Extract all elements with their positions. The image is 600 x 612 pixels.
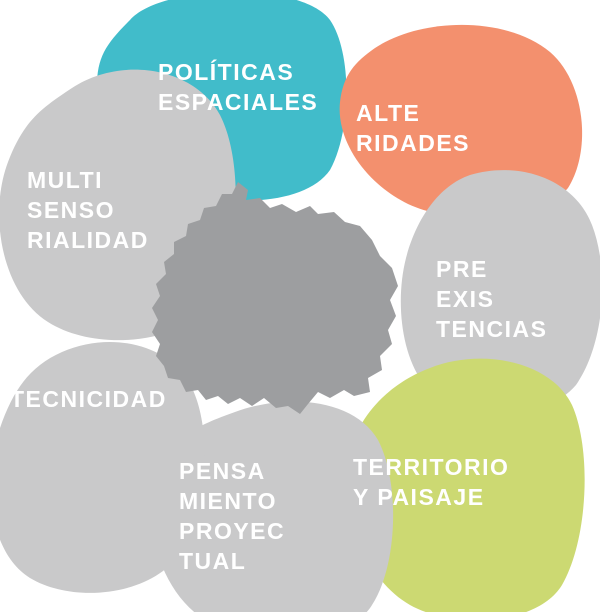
petal-tecnicidad — [0, 341, 205, 593]
label-multisensorialidad: MULTI SENSO RIALIDAD — [27, 167, 149, 253]
label-preexistencias: PRE EXIS TENCIAS — [436, 256, 548, 342]
petal-pensamiento-proyectual — [151, 401, 394, 612]
label-territorio-y-paisaje: TERRITORIO Y PAISAJE — [353, 454, 510, 510]
petal-territorio-y-paisaje — [346, 358, 585, 612]
label-alteridades: ALTE RIDADES — [356, 100, 471, 156]
territory-silhouette — [152, 182, 398, 414]
petal-alteridades — [339, 24, 583, 218]
label-tecnicidad: TECNICIDAD — [10, 386, 167, 412]
petal-preexistencias — [400, 170, 600, 416]
label-politicas-espaciales: POLÍTICAS ESPACIALES — [158, 59, 319, 115]
label-pensamiento-proyectual: PENSA MIENTO PROYEC TUAL — [179, 458, 286, 574]
